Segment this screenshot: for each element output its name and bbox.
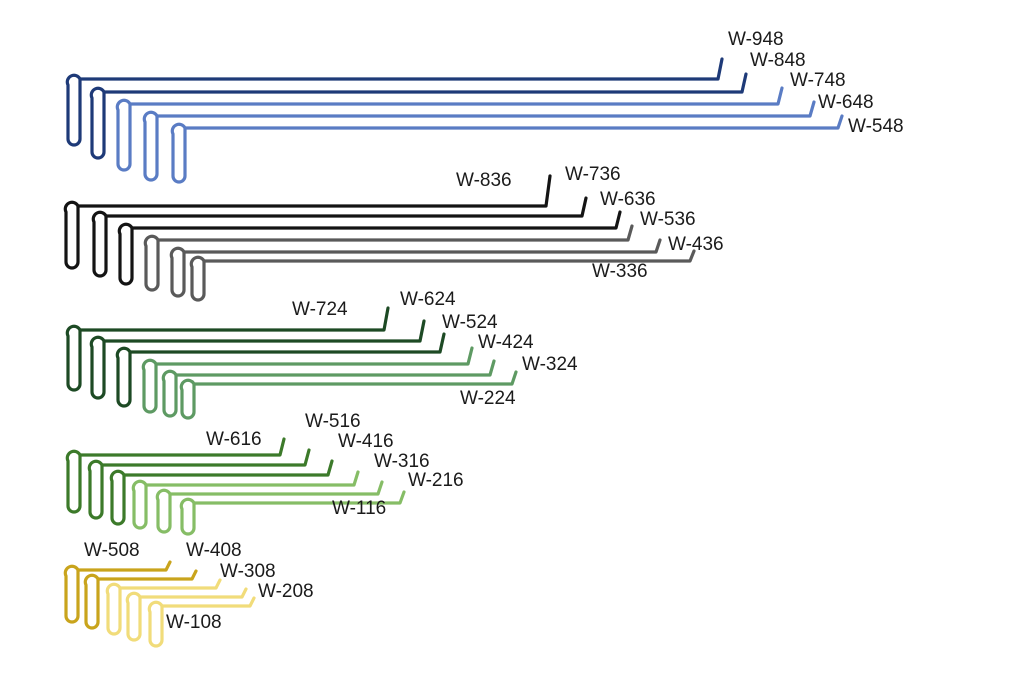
rod-label: W-408 xyxy=(186,540,242,561)
rod-label: W-316 xyxy=(374,451,430,472)
rod-label: W-208 xyxy=(258,581,314,602)
rod-w-308 xyxy=(105,578,222,636)
rod-label: W-524 xyxy=(442,312,498,333)
rod-w-516 xyxy=(87,448,311,520)
rod-w-548 xyxy=(170,114,844,184)
rod-label: W-308 xyxy=(220,561,276,582)
rod-label: W-324 xyxy=(522,354,578,375)
rod-w-524 xyxy=(115,332,446,408)
rod-label: W-548 xyxy=(848,116,904,137)
rod-label: W-748 xyxy=(790,70,846,91)
rod-label: W-624 xyxy=(400,289,456,310)
rod-w-324 xyxy=(161,359,496,418)
rod-label: W-108 xyxy=(166,612,222,633)
rod-label: W-648 xyxy=(818,92,874,113)
rod-label: W-836 xyxy=(456,170,512,191)
rod-w-508 xyxy=(63,560,172,624)
rod-label: W-216 xyxy=(408,470,464,491)
rod-label: W-536 xyxy=(640,209,696,230)
rod-w-536 xyxy=(143,224,634,292)
rod-label: W-848 xyxy=(750,50,806,71)
rod-label: W-516 xyxy=(305,411,361,432)
rod-w-208 xyxy=(125,587,248,642)
rod-w-108 xyxy=(147,596,256,648)
rod-w-116 xyxy=(179,490,406,536)
rod-label: W-616 xyxy=(206,429,262,450)
rod-w-836 xyxy=(63,174,552,270)
rod-label: W-224 xyxy=(460,388,516,409)
rod-w-624 xyxy=(89,319,426,400)
rod-w-616 xyxy=(65,437,286,514)
rod-w-948 xyxy=(65,57,724,147)
rod-label: W-636 xyxy=(600,189,656,210)
rod-label: W-336 xyxy=(592,261,648,282)
rod-label: W-948 xyxy=(728,29,784,50)
rod-w-848 xyxy=(89,72,748,160)
rod-label: W-736 xyxy=(565,164,621,185)
rod-w-416 xyxy=(109,459,334,526)
rod-w-316 xyxy=(131,470,360,530)
rod-w-436 xyxy=(169,238,662,298)
rod-w-724 xyxy=(65,306,390,392)
rod-w-408 xyxy=(83,569,198,630)
rod-label: W-424 xyxy=(478,332,534,353)
rod-w-336 xyxy=(189,249,696,302)
rod-w-748 xyxy=(115,86,784,172)
rod-w-224 xyxy=(179,370,518,420)
rod-label: W-436 xyxy=(668,234,724,255)
rod-label: W-416 xyxy=(338,431,394,452)
rod-w-736 xyxy=(91,196,588,278)
rod-w-648 xyxy=(142,100,816,182)
rod-w-216 xyxy=(155,480,384,534)
rod-label: W-116 xyxy=(332,498,386,519)
rod-label: W-724 xyxy=(292,299,348,320)
rod-label: W-508 xyxy=(84,540,140,561)
rod-w-424 xyxy=(141,346,474,414)
rod-w-636 xyxy=(117,210,622,286)
